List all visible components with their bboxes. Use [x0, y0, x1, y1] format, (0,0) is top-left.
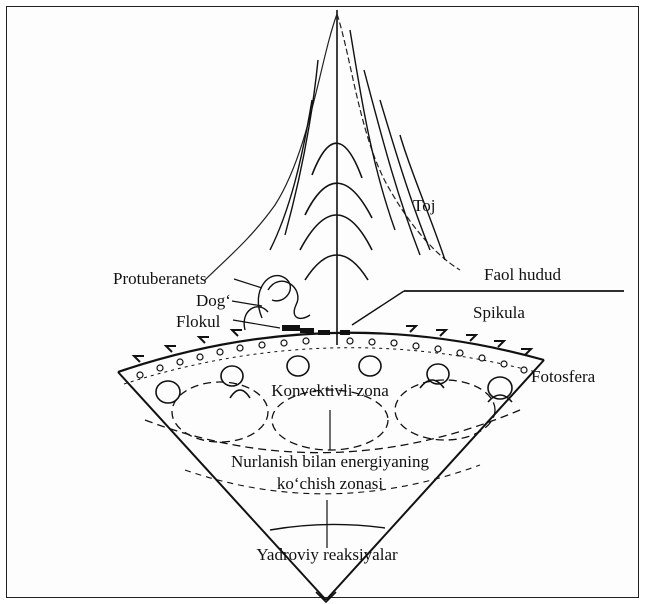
label-spikula: Spikula: [473, 303, 525, 323]
corona-outline-left: [205, 14, 337, 280]
label-nurlanish-line1: Nurlanish bilan energiyaning: [231, 452, 429, 472]
label-nurlanish-line2: ko‘chish zonasi: [277, 474, 383, 494]
label-yadroviy-reaksiyalar: Yadroviy reaksiyalar: [256, 545, 397, 565]
active-region-pointer: [352, 291, 404, 325]
photosphere-arc: [118, 333, 544, 372]
label-faol-hudud: Faol hudud: [484, 265, 561, 285]
prominence: [244, 276, 310, 330]
label-protuberanets: Protuberanets: [113, 269, 206, 289]
label-fotosfera: Fotosfera: [531, 367, 595, 387]
label-dog: Dog‘: [196, 291, 231, 311]
corona-arcs: [300, 143, 372, 280]
corona-outline-right: [337, 14, 460, 270]
label-pointers: [232, 279, 280, 328]
label-toj: Toj: [413, 196, 435, 216]
label-konvektivli-zona: Konvektivli zona: [271, 381, 389, 401]
corona-streamers: [270, 30, 445, 260]
label-flokul: Flokul: [176, 312, 220, 332]
